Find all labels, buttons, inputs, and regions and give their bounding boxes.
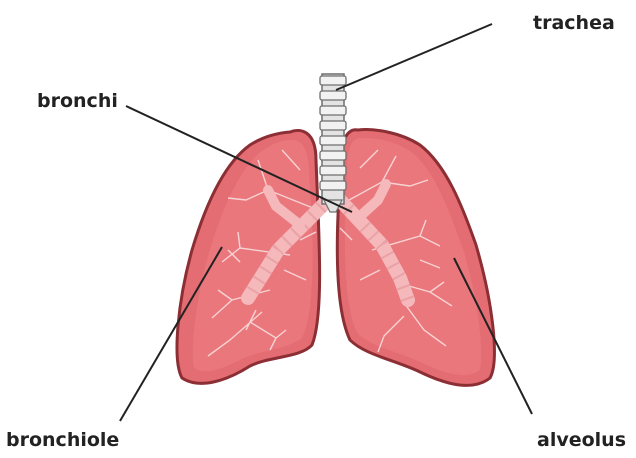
right-lung [337,130,494,386]
bronchi-label: bronchi [37,92,118,111]
left-lung-inner-shading [193,140,313,372]
left-lung [177,130,330,383]
alveolus-label: alveolus [537,431,626,450]
trachea-leader-line [336,24,492,90]
trachea-label: trachea [533,14,615,33]
trachea [320,74,346,212]
bronchiole-label: bronchiole [6,431,119,450]
